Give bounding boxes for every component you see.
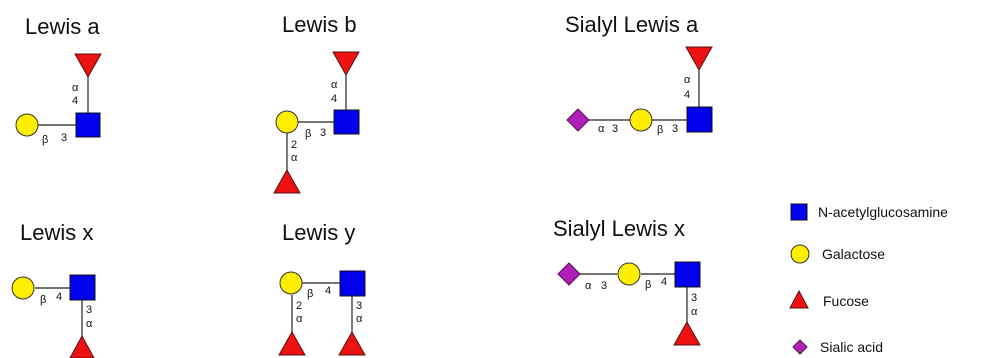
glcnac-node	[333, 109, 360, 135]
legend: N-acetylglucosamine Galactose Fucose Sia…	[789, 203, 948, 355]
link-label: β	[40, 294, 46, 306]
link-label: α	[72, 82, 79, 94]
glcnac-node	[686, 106, 713, 133]
link-label: 3	[691, 292, 697, 304]
legend-label-fuc: Fucose	[823, 293, 869, 309]
link-label: 4	[72, 95, 78, 107]
legend-label-sia: Sialic acid	[820, 339, 883, 355]
lewis-y-structure: Lewis y β 4 2 α 3 α	[278, 220, 366, 356]
fucose-node	[273, 168, 301, 194]
glcnac-node	[69, 274, 96, 301]
link-label: α	[598, 123, 605, 135]
fucose-node	[74, 53, 102, 79]
fucose-node	[673, 320, 701, 346]
lewis-a-title: Lewis a	[25, 14, 100, 39]
link-label: α	[691, 306, 698, 318]
sialyl-lewis-a-title: Sialyl Lewis a	[565, 12, 699, 37]
sialic-acid-legend-swatch	[792, 339, 808, 355]
sialyl-lewis-x-structure: Sialyl Lewis x α 3 β 4 3 α	[553, 216, 701, 346]
legend-label-gal: Galactose	[822, 246, 885, 262]
sialyl-lewis-a-structure: Sialyl Lewis a α 4 α 3 β 3	[565, 12, 713, 136]
link-label: α	[86, 318, 93, 330]
glcnac-node	[339, 270, 366, 297]
link-label: β	[305, 128, 311, 140]
fucose-node	[278, 330, 306, 356]
link-label: α	[585, 280, 592, 292]
link-label: β	[307, 288, 313, 300]
legend-item-gal: Galactose	[790, 244, 885, 264]
link-label: α	[684, 74, 691, 86]
galactose-node	[617, 262, 641, 286]
glcnac-node	[674, 261, 701, 288]
galactose-node	[11, 276, 35, 300]
fucose-node	[685, 46, 713, 72]
lewis-x-title: Lewis x	[20, 220, 93, 245]
link-label: 4	[325, 285, 331, 297]
lewis-x-structure: Lewis x β 4 3 α	[11, 220, 96, 358]
lewis-b-title: Lewis b	[282, 12, 357, 37]
link-label: 3	[612, 123, 618, 135]
galactose-legend-swatch	[790, 244, 810, 264]
link-label: α	[296, 313, 303, 325]
link-label: 3	[601, 280, 607, 292]
sialic-acid-node	[566, 108, 590, 132]
link-label: 4	[684, 89, 690, 101]
lewis-a-structure: Lewis a α 4 β 3	[15, 14, 102, 146]
fucose-node	[69, 334, 95, 358]
link-label: 4	[56, 291, 62, 303]
link-label: 4	[331, 93, 337, 105]
galactose-node	[629, 108, 653, 132]
glcnac-node	[75, 112, 101, 138]
link-label: α	[331, 79, 338, 91]
link-label: 3	[320, 127, 326, 139]
link-label: 4	[661, 276, 667, 288]
link-label: β	[42, 134, 48, 146]
legend-label-glcnac: N-acetylglucosamine	[818, 204, 948, 220]
fucose-node	[332, 51, 360, 77]
link-label: 3	[86, 304, 92, 316]
link-label: α	[291, 152, 298, 164]
galactose-node	[279, 271, 303, 295]
legend-item-sia: Sialic acid	[792, 339, 883, 355]
lewis-y-title: Lewis y	[282, 220, 355, 245]
link-label: α	[356, 313, 363, 325]
link-label: 3	[356, 300, 362, 312]
link-label: 2	[296, 300, 302, 312]
galactose-node	[275, 110, 299, 134]
fucose-node	[338, 330, 366, 356]
lewis-b-structure: Lewis b α 4 β 3 2 α	[273, 12, 360, 194]
link-label: 2	[291, 139, 297, 151]
link-label: 3	[61, 132, 67, 144]
glcnac-legend-swatch	[790, 203, 808, 221]
sialic-acid-node	[557, 262, 581, 286]
link-label: 3	[672, 123, 678, 135]
link-label: β	[645, 279, 651, 291]
legend-item-glcnac: N-acetylglucosamine	[790, 203, 948, 221]
fucose-legend-swatch	[789, 289, 809, 309]
link-label: β	[657, 124, 663, 136]
galactose-node	[15, 113, 39, 137]
sialyl-lewis-x-title: Sialyl Lewis x	[553, 216, 685, 241]
legend-item-fuc: Fucose	[789, 289, 869, 309]
